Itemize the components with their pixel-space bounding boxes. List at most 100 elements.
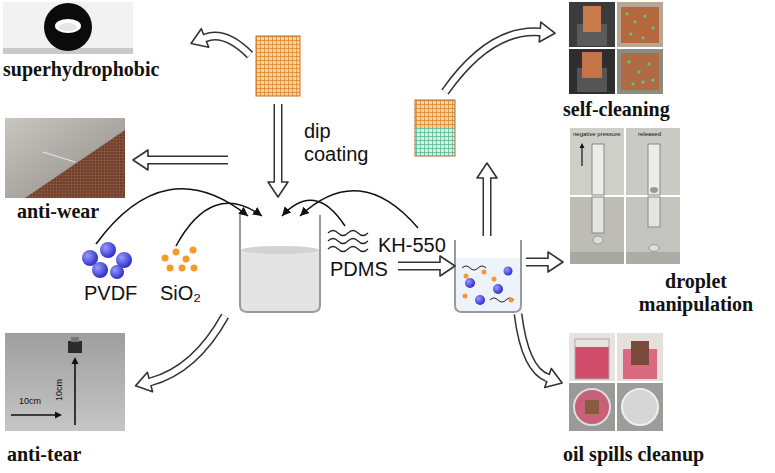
circle-shape: [100, 242, 116, 258]
arrow-head: [191, 29, 209, 48]
circle-shape: [191, 265, 198, 272]
rect-shape: [415, 100, 455, 156]
circle-shape: [504, 267, 513, 276]
path-shape: [455, 240, 521, 312]
rect-shape: [570, 128, 680, 264]
panel-caption: oil spills cleanup: [563, 443, 704, 466]
photo-annotation: negative pressure: [573, 131, 621, 138]
hollow-arrow: [445, 22, 555, 92]
rect-shape: [617, 49, 663, 94]
polygon-shape: [25, 130, 125, 198]
feed-arrows: [96, 189, 418, 246]
ellipse-shape: [593, 236, 603, 244]
ellipse-shape: [241, 246, 319, 254]
rect-shape: [621, 53, 659, 90]
circle-shape: [463, 294, 468, 299]
circle-shape: [190, 247, 197, 254]
circle-shape: [630, 33, 633, 36]
arrow-outline: [483, 178, 492, 236]
rect-shape: [585, 400, 599, 414]
ellipse-shape: [650, 187, 658, 193]
rect-shape: [592, 197, 604, 233]
circle-shape: [574, 389, 610, 425]
photo-annotation: released: [638, 131, 661, 138]
path-shape: [328, 239, 368, 244]
path-shape: [176, 203, 262, 246]
rect-shape: [3, 2, 133, 54]
rect-shape: [71, 337, 79, 342]
circle-shape: [651, 78, 654, 81]
circle-shape: [465, 278, 475, 288]
silica-particles: [162, 247, 198, 272]
path-shape: [328, 247, 368, 252]
arrow-outline: [526, 258, 548, 267]
rect-shape: [5, 333, 125, 431]
arrow-outline: [518, 314, 548, 378]
figure-panel: superhydrophobic: [3, 2, 160, 81]
coating-beaker: [240, 215, 320, 312]
rect-shape: [415, 128, 455, 156]
arrow-fill: [148, 157, 228, 163]
rect-shape: [569, 383, 615, 431]
rect-shape: [575, 339, 609, 379]
hollow-arrow: [526, 252, 563, 272]
uncoated-mesh: [256, 36, 300, 96]
circle-shape: [634, 21, 637, 24]
circle-shape: [626, 13, 629, 16]
material-label: KH-550: [378, 234, 446, 257]
arrow-outline: [148, 156, 228, 165]
rect-shape: [256, 36, 300, 96]
circle-shape: [179, 265, 186, 272]
arrow-fill: [275, 104, 281, 182]
arrow-outline: [398, 262, 440, 271]
rect-shape: [569, 333, 615, 381]
path-shape: [241, 250, 319, 311]
ellipse-shape: [59, 23, 77, 31]
circle-shape: [110, 265, 124, 279]
rect-shape: [648, 144, 660, 195]
arrow-head: [477, 163, 497, 178]
pdms-chains: [328, 231, 368, 252]
hollow-arrow: [268, 104, 288, 197]
figure-panel: 10cm10cmanti-tear: [5, 333, 125, 466]
circle-shape: [183, 256, 190, 263]
arrow-outline: [150, 316, 225, 382]
hollow-arrow: [518, 314, 562, 387]
rect-shape: [68, 341, 82, 353]
panel-caption: self-cleaning: [563, 98, 670, 121]
material-label: SiO₂: [160, 282, 201, 305]
path-shape: [300, 191, 418, 228]
circle-shape: [167, 265, 174, 272]
step-label: dip coating: [304, 120, 384, 166]
rect-shape: [617, 383, 663, 431]
arrow-fill: [526, 259, 548, 265]
rect-shape: [570, 252, 624, 264]
rect-shape: [583, 6, 601, 32]
path-shape: [490, 298, 514, 302]
figure-panel: self-cleaning: [563, 0, 670, 121]
photo: [570, 128, 680, 264]
photo: [5, 118, 125, 198]
hollow-arrow: [191, 29, 250, 55]
path-shape: [462, 266, 486, 270]
rect-shape: [570, 128, 624, 195]
path-shape: [328, 231, 368, 236]
circle-shape: [464, 274, 469, 279]
arrow-outline: [445, 32, 540, 92]
rect-shape: [648, 197, 660, 227]
arrow-joint: [203, 37, 207, 38]
figure-panel: oil spills cleanup: [563, 333, 705, 466]
rect-shape: [621, 7, 659, 43]
rect-shape: [617, 333, 663, 381]
arrow-fill: [518, 314, 548, 378]
arrow-outline: [274, 104, 283, 182]
photo: [3, 2, 133, 54]
circle-shape: [162, 255, 169, 262]
circle-shape: [641, 80, 644, 83]
arrow-joint: [546, 259, 550, 265]
rect-shape: [569, 49, 615, 94]
dimension-label: 10cm: [19, 397, 41, 407]
photo: [569, 333, 663, 431]
arrow-head: [268, 182, 288, 197]
